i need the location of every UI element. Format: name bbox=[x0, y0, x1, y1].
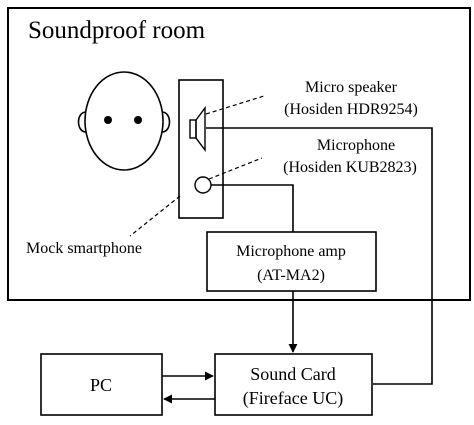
smartphone-leader-line bbox=[129, 195, 181, 237]
microphone-icon bbox=[194, 176, 212, 194]
microphone-leader-line bbox=[208, 157, 263, 180]
microphone-name-label: Microphone bbox=[317, 137, 395, 154]
speaker-to-soundcard-line bbox=[206, 127, 433, 385]
speaker-name-label: Micro speaker bbox=[305, 79, 398, 96]
right-eye bbox=[134, 116, 142, 124]
speaker-model-label: (Hosiden HDR9254) bbox=[284, 101, 418, 118]
left-ear bbox=[77, 111, 87, 133]
speaker-leader-line bbox=[205, 95, 265, 115]
soundproof-room-box bbox=[7, 7, 471, 301]
pc-label: PC bbox=[90, 375, 112, 395]
head-figure bbox=[77, 71, 171, 171]
microphone-amp-box bbox=[206, 231, 377, 292]
sound-card-model-label: (Fireface UC) bbox=[243, 388, 343, 409]
sound-card-box bbox=[214, 353, 373, 416]
pc-box bbox=[40, 353, 163, 416]
amp-name-label: Microphone amp bbox=[236, 243, 346, 260]
sound-card-name-label: Sound Card bbox=[250, 364, 336, 384]
room-title: Soundproof room bbox=[28, 17, 206, 44]
microphone-to-amp-line bbox=[211, 184, 294, 232]
mock-smartphone bbox=[178, 79, 224, 219]
microphone-model-label: (Hosiden KUB2823) bbox=[283, 159, 417, 176]
amp-model-label: (AT-MA2) bbox=[257, 267, 325, 284]
right-ear bbox=[161, 111, 171, 133]
smartphone-label: Mock smartphone bbox=[26, 240, 142, 257]
speaker-icon bbox=[189, 105, 206, 153]
left-eye bbox=[104, 116, 112, 124]
head-outline bbox=[84, 71, 164, 171]
